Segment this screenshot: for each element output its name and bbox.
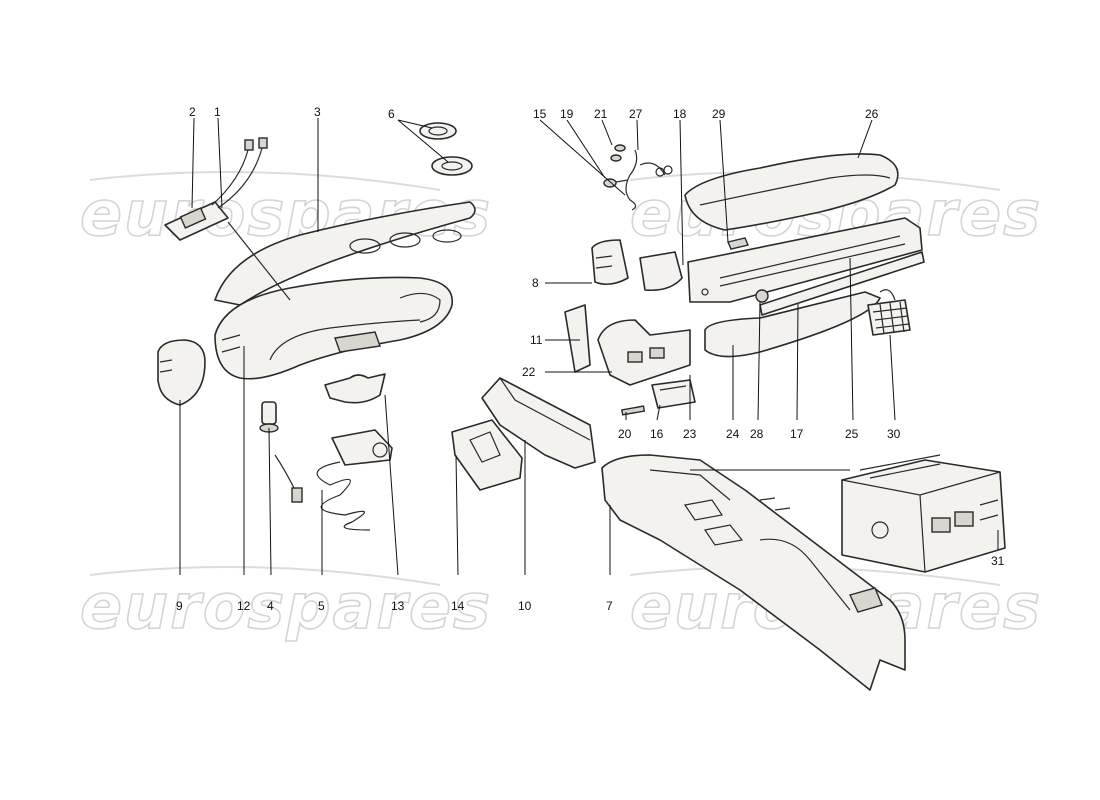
side-bracket bbox=[639, 251, 683, 292]
console-lid bbox=[684, 153, 899, 231]
emblem bbox=[727, 237, 749, 250]
small-clip bbox=[621, 405, 646, 416]
callout-20: 20 bbox=[618, 427, 632, 441]
end-cap-left bbox=[157, 339, 206, 406]
callout-8: 8 bbox=[532, 276, 539, 290]
callout-6: 6 bbox=[388, 107, 395, 121]
callout-9: 9 bbox=[176, 599, 183, 613]
callout-18: 18 bbox=[673, 107, 687, 121]
instrument-binnacle bbox=[214, 276, 453, 380]
switch-with-wiring bbox=[164, 137, 291, 301]
callout-3: 3 bbox=[314, 105, 321, 119]
callout-19: 19 bbox=[560, 107, 574, 121]
callout-22: 22 bbox=[522, 365, 536, 379]
callout-5: 5 bbox=[318, 599, 325, 613]
callout-21: 21 bbox=[594, 107, 608, 121]
grommets bbox=[419, 122, 473, 176]
callout-7: 7 bbox=[606, 599, 613, 613]
callout-29: 29 bbox=[712, 107, 726, 121]
callout-4: 4 bbox=[267, 599, 274, 613]
console-tray bbox=[451, 419, 523, 491]
vertical-bracket bbox=[564, 304, 591, 373]
callout-11: 11 bbox=[530, 333, 543, 347]
radio-unit bbox=[841, 454, 1006, 573]
callout-16: 16 bbox=[650, 427, 664, 441]
microphone-with-coiled-cord bbox=[274, 429, 393, 531]
grille bbox=[867, 289, 911, 336]
callout-17: 17 bbox=[790, 427, 804, 441]
switch-module bbox=[651, 379, 696, 409]
callout-31: 31 bbox=[991, 554, 1005, 568]
vent-housing bbox=[597, 319, 691, 386]
callout-15: 15 bbox=[533, 107, 547, 121]
callout-28: 28 bbox=[750, 427, 764, 441]
adjuster-knob bbox=[755, 289, 769, 303]
watermark-bottom-left: eurospares bbox=[80, 570, 492, 643]
callout-13: 13 bbox=[391, 599, 405, 613]
tunnel-cover bbox=[481, 377, 596, 469]
callout-14: 14 bbox=[451, 599, 465, 613]
callout-27: 27 bbox=[629, 107, 643, 121]
callout-25: 25 bbox=[845, 427, 859, 441]
callout-23: 23 bbox=[683, 427, 697, 441]
callout-2: 2 bbox=[189, 105, 196, 119]
callout-10: 10 bbox=[518, 599, 532, 613]
leader-lines bbox=[179, 117, 999, 576]
callout-labels: 1 2 3 4 5 6 7 8 9 10 11 12 13 14 15 16 1… bbox=[176, 105, 1005, 613]
callout-24: 24 bbox=[726, 427, 740, 441]
callout-12: 12 bbox=[237, 599, 251, 613]
callout-1: 1 bbox=[214, 105, 221, 119]
dashboard-top-panel bbox=[214, 201, 476, 306]
cigar-lighter bbox=[259, 401, 279, 433]
console-box bbox=[687, 217, 923, 303]
center-console bbox=[601, 454, 906, 691]
end-cap-right bbox=[591, 239, 629, 286]
small-bracket bbox=[324, 373, 386, 404]
trim-strips bbox=[704, 251, 925, 358]
callout-26: 26 bbox=[865, 107, 879, 121]
callout-30: 30 bbox=[887, 427, 901, 441]
